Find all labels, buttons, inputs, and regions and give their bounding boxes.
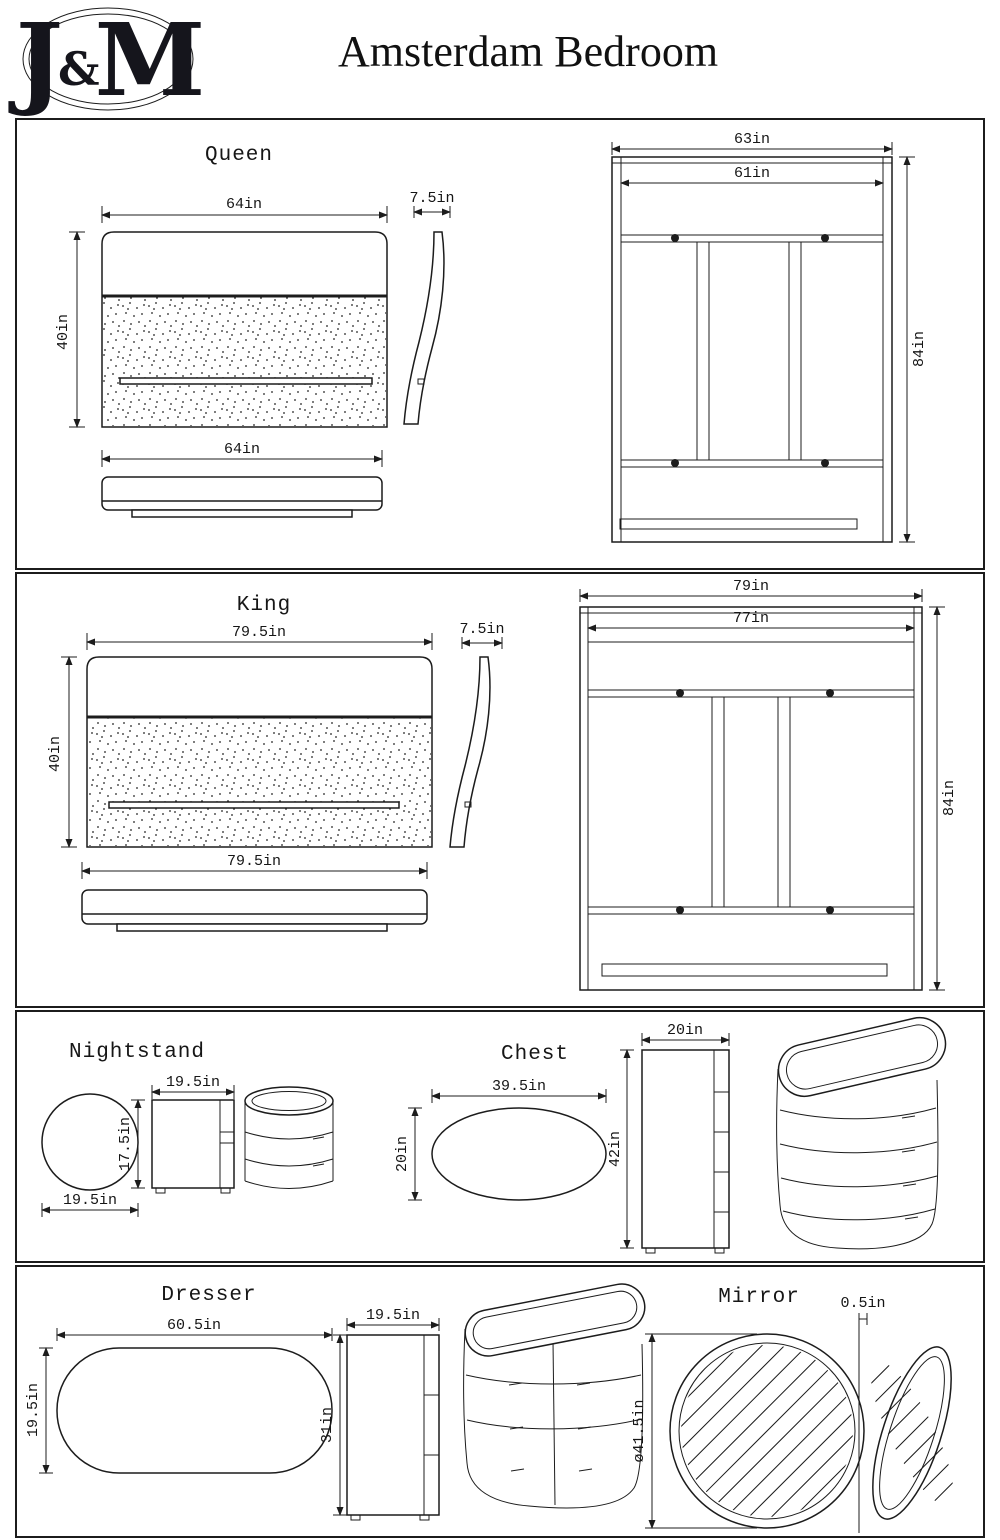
queen-headboard-height-dimension: 40in (55, 231, 85, 428)
dresser-front-width-dimension: 19.5in (346, 1307, 440, 1331)
king-headboard-height: 40in (47, 736, 64, 772)
king-frame-height-dimension: 84in (929, 606, 958, 991)
queen-bed-frame-view (611, 156, 893, 543)
king-headboard-side-view (449, 656, 491, 848)
mirror-thickness-dimension: 0.5in (840, 1295, 886, 1325)
king-frame-height: 84in (941, 780, 958, 816)
nightstand-front-view (151, 1099, 235, 1194)
king-headboard-width: 79.5in (232, 624, 286, 641)
nightstand-front-height: 17.5in (117, 1117, 134, 1171)
queen-diagram: Queen 64in 40in (55, 131, 928, 543)
dresser-top-width-dimension: 60.5in (56, 1317, 333, 1341)
logo-ellipse-outer (22, 7, 194, 111)
king-footboard-width: 79.5in (227, 853, 281, 870)
queen-frame-inner-width-dimension: 61in (620, 165, 884, 189)
king-headboard-front-view (86, 656, 433, 848)
mirror-diameter: ø41.5in (631, 1399, 648, 1462)
queen-footboard-view (101, 476, 383, 518)
king-diagram: King 79.5in 40in (47, 578, 958, 991)
mirror-slats (645, 1309, 889, 1540)
nightstand-label: Nightstand (69, 1041, 205, 1064)
queen-footboard-width: 64in (224, 441, 260, 458)
chest-front-height: 42in (607, 1131, 624, 1167)
queen-label: Queen (205, 144, 273, 167)
dresser-front-height: 31in (319, 1407, 336, 1443)
queen-side-depth: 7.5in (409, 190, 454, 207)
dresser-label: Dresser (161, 1284, 256, 1307)
king-frame-outer-width-dimension: 79in (579, 578, 923, 602)
dresser-perspective-view (463, 1283, 646, 1509)
page-title: Amsterdam Bedroom (338, 27, 719, 76)
queen-section: Queen 64in 40in (15, 118, 985, 570)
king-headboard-width-dimension: 79.5in (86, 624, 433, 650)
queen-headboard-front-view (101, 231, 388, 428)
chest-front-width-dimension: 20in (641, 1022, 730, 1046)
dresser-top-view (56, 1347, 333, 1474)
king-frame-inner-width: 77in (733, 610, 769, 627)
chest-top-depth: 20in (394, 1136, 411, 1172)
dresser-top-width: 60.5in (167, 1317, 221, 1334)
king-footboard-width-dimension: 79.5in (81, 853, 428, 879)
queen-frame-height-dimension: 84in (899, 156, 928, 543)
queen-headboard-side-view (403, 231, 445, 425)
chest-front-view (641, 1049, 730, 1254)
king-section: King 79.5in 40in (15, 572, 985, 1008)
queen-headboard-height: 40in (55, 314, 72, 350)
king-headboard-height-dimension: 40in (47, 656, 77, 848)
queen-frame-outer-width-dimension: 63in (611, 131, 893, 155)
king-side-depth: 7.5in (459, 621, 504, 638)
chest-top-width: 39.5in (492, 1078, 546, 1095)
queen-headboard-width-dimension: 64in (101, 196, 388, 223)
chest-top-depth-dimension: 20in (394, 1107, 422, 1201)
chest-front-height-dimension: 42in (607, 1049, 634, 1249)
nightstand-front-height-dimension: 17.5in (117, 1099, 145, 1189)
dresser-top-depth-dimension: 19.5in (25, 1347, 53, 1474)
logo-ellipse-inner (28, 13, 188, 105)
nightstand-chest-section: Nightstand Chest 19.5in (15, 1010, 985, 1263)
nightstand-chest-diagram: Nightstand Chest 19.5in (41, 1016, 947, 1254)
chest-front-width: 20in (667, 1022, 703, 1039)
nightstand-front-width-dimension: 19.5in (151, 1074, 235, 1099)
dresser-mirror-diagram: Dresser Mirror 60.5in 19.5in (25, 1283, 968, 1540)
queen-frame-inner-width: 61in (734, 165, 770, 182)
nightstand-top-diameter: 19.5in (63, 1192, 117, 1209)
queen-frame-height: 84in (911, 331, 928, 367)
jm-logo: J&M (8, 1, 206, 119)
dresser-mirror-section: Dresser Mirror 60.5in 19.5in (15, 1265, 985, 1540)
mirror-thickness: 0.5in (840, 1295, 885, 1312)
queen-frame-outer-width: 63in (734, 131, 770, 148)
chest-top-view (431, 1107, 607, 1201)
mirror-diameter-dimension: ø41.5in (631, 1333, 757, 1529)
chest-top-width-dimension: 39.5in (431, 1078, 607, 1103)
logo-text: J&M (8, 1, 201, 119)
mirror-side-slats (856, 1351, 968, 1515)
king-frame-outer-width: 79in (733, 578, 769, 595)
nightstand-top-diameter-dimension: 19.5in (41, 1192, 139, 1217)
mirror-label: Mirror (718, 1286, 800, 1309)
mirror-side-view (856, 1325, 968, 1533)
dresser-front-height-dimension: 31in (319, 1334, 347, 1516)
king-frame-inner-width-dimension: 77in (587, 610, 915, 634)
king-label: King (237, 594, 291, 617)
dresser-front-width: 19.5in (366, 1307, 420, 1324)
queen-headboard-width: 64in (226, 196, 262, 213)
nightstand-perspective-view (244, 1086, 334, 1189)
nightstand-front-width: 19.5in (166, 1074, 220, 1091)
dresser-top-depth: 19.5in (25, 1383, 42, 1437)
king-bed-frame-view (579, 606, 923, 991)
chest-label: Chest (501, 1043, 569, 1066)
mirror-front-view (645, 1309, 889, 1540)
dresser-front-view (346, 1334, 440, 1521)
king-footboard-view (81, 889, 428, 932)
king-side-depth-dimension: 7.5in (459, 621, 505, 649)
queen-side-depth-dimension: 7.5in (409, 190, 455, 218)
queen-footboard-width-dimension: 64in (101, 441, 383, 467)
chest-perspective-view (776, 1016, 947, 1250)
